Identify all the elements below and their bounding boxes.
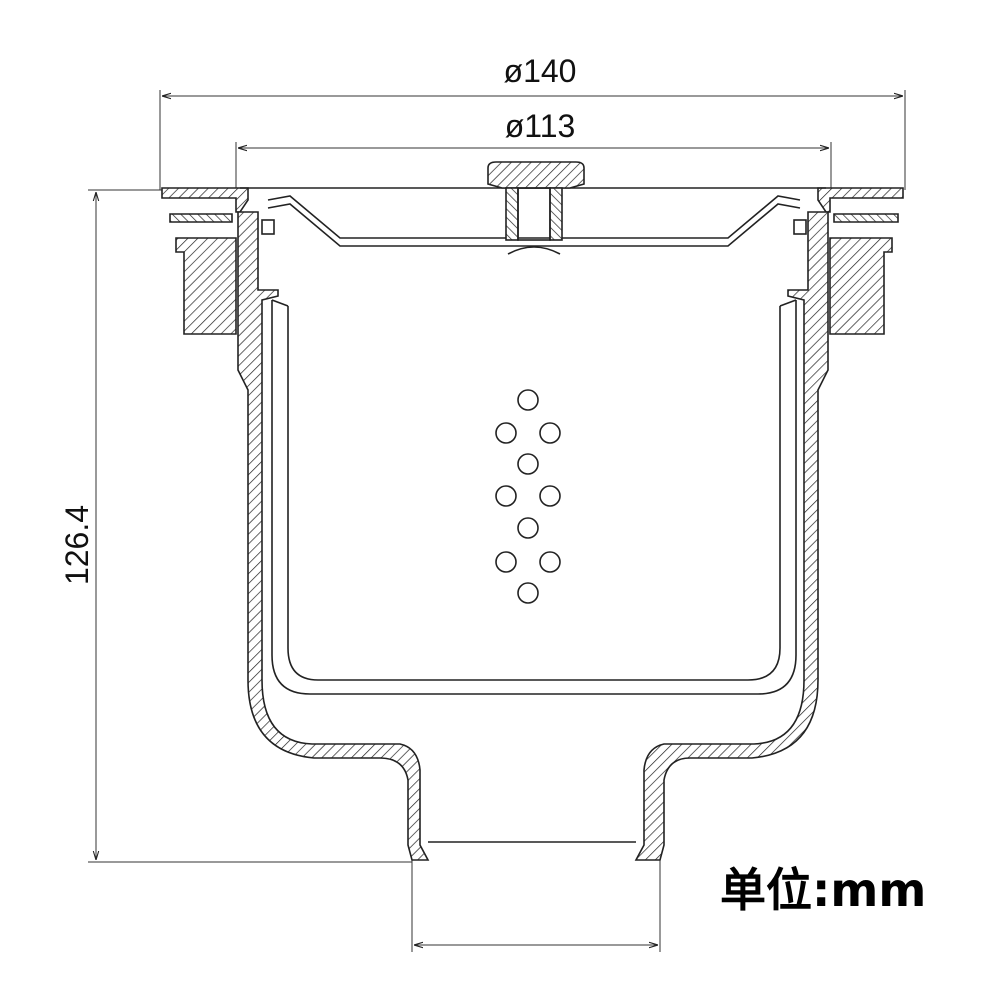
dimension-outer-diameter: ø140 xyxy=(159,53,906,190)
dimension-outlet-width xyxy=(411,860,661,952)
body-wall-left xyxy=(237,211,430,861)
strainer-basket xyxy=(271,299,797,695)
left-clamp-nut xyxy=(169,213,237,335)
outer-diameter-label: ø140 xyxy=(504,53,577,89)
dimension-height: 126.4 xyxy=(59,189,412,863)
basket-top-dish xyxy=(261,195,807,247)
top-flange xyxy=(161,187,904,213)
right-clamp-nut xyxy=(829,213,899,335)
unit-label: 单位:mm xyxy=(720,863,926,917)
stopper-knob xyxy=(487,161,585,255)
height-label: 126.4 xyxy=(59,505,95,585)
dimension-inner-diameter: ø113 xyxy=(235,108,832,190)
drain-holes xyxy=(495,389,561,604)
inner-diameter-label: ø113 xyxy=(505,108,576,144)
body-wall-right xyxy=(634,211,829,861)
